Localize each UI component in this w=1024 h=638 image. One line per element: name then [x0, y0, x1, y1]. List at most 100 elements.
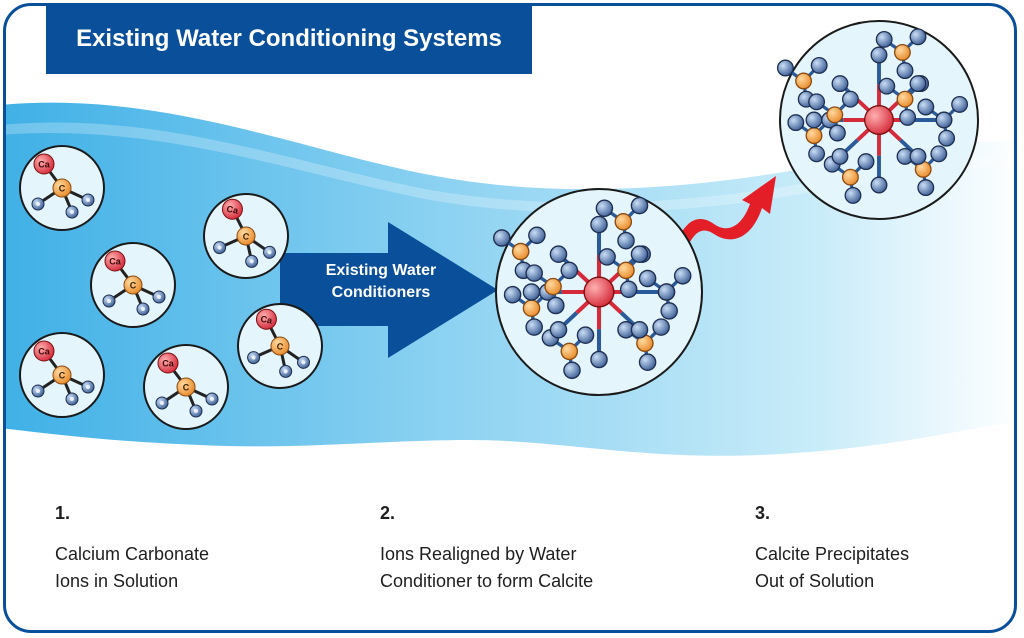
- carbon-atom: [841, 168, 859, 186]
- calcium-atom: [583, 276, 615, 308]
- calcium-carbonate-molecule: CaC: [90, 242, 176, 328]
- oxygen-atom: [576, 326, 595, 344]
- carbon-atom: [805, 127, 823, 145]
- step-1-text: Calcium Carbonate Ions in Solution: [55, 544, 210, 591]
- calcium-carbonate-molecule: CaC: [19, 332, 105, 418]
- step-2: 2. Ions Realigned by Water Conditioner t…: [380, 500, 593, 595]
- oxygen-atom: [917, 179, 935, 197]
- calcite-cluster: [493, 188, 703, 396]
- precipitation-arrow: [676, 176, 776, 250]
- oxygen-atom: [563, 361, 581, 380]
- calcium-carbonate-molecule: CaC: [237, 303, 323, 389]
- oxygen-atom: [619, 280, 638, 299]
- oxygen-atom: [831, 147, 849, 165]
- oxygen-atom: [657, 283, 676, 301]
- oxygen-atom: [673, 267, 692, 285]
- oxygen-atom: [525, 318, 543, 336]
- carbon-atom: [522, 299, 541, 317]
- carbon-atom: [896, 90, 914, 108]
- oxygen-atom: [590, 215, 608, 234]
- carbon-atom: [236, 226, 256, 246]
- oxygen-atom: [595, 199, 614, 218]
- oxygen-atom: [560, 261, 579, 280]
- calcium-atom: [104, 250, 126, 272]
- calcium-atom: [33, 153, 55, 175]
- carbon-atom: [270, 336, 290, 356]
- oxygen-atom: [617, 231, 635, 250]
- oxygen-atom: [547, 296, 565, 315]
- oxygen-atom: [875, 30, 893, 48]
- step-2-number: 2.: [380, 503, 396, 523]
- carbon-atom: [560, 342, 579, 361]
- step-1-number: 1.: [55, 503, 71, 523]
- calcium-label: Ca: [38, 347, 50, 357]
- oxygen-atom: [878, 77, 896, 95]
- oxygen-atom: [598, 248, 616, 266]
- carbon-atom: [544, 277, 562, 296]
- oxygen-atom: [808, 93, 826, 111]
- oxygen-atom: [652, 318, 670, 336]
- oxygen-atom: [870, 46, 888, 64]
- calcium-carbonate-molecule: CaC: [203, 193, 289, 279]
- oxygen-atom: [930, 145, 948, 163]
- oxygen-atom: [909, 75, 927, 93]
- oxygen-atom: [493, 229, 511, 247]
- oxygen-atom: [522, 283, 541, 301]
- calcium-atom: [221, 198, 243, 220]
- calcite-cluster: [776, 20, 979, 220]
- step-2-text: Ions Realigned by Water Conditioner to f…: [380, 544, 594, 591]
- page-title: Existing Water Conditioning Systems: [46, 3, 532, 74]
- oxygen-atom: [951, 95, 969, 113]
- carbon-label: C: [276, 341, 285, 352]
- oxygen-atom: [528, 226, 546, 245]
- oxygen-atom: [638, 353, 657, 371]
- carbon-label: C: [59, 371, 66, 381]
- calcium-carbonate-molecule: CaC: [143, 344, 229, 430]
- oxygen-atom: [660, 302, 678, 320]
- oxygen-atom: [909, 147, 927, 165]
- carbon-atom: [617, 261, 635, 280]
- step-3: 3. Calcite Precipitates Out of Solution: [755, 500, 909, 595]
- oxygen-atom: [630, 196, 649, 215]
- carbon-atom: [893, 43, 911, 61]
- carbon-label: C: [130, 281, 137, 291]
- step-3-number: 3.: [755, 503, 771, 523]
- carbon-atom: [614, 213, 633, 231]
- carbon-atom: [52, 365, 72, 385]
- oxygen-atom: [630, 321, 649, 339]
- oxygen-atom: [525, 264, 543, 282]
- oxygen-atom: [776, 59, 794, 77]
- calcium-carbonate-molecule: CaC: [19, 145, 105, 231]
- carbon-label: C: [59, 184, 66, 194]
- oxygen-atom: [828, 124, 846, 142]
- oxygen-atom: [896, 62, 914, 80]
- oxygen-atom: [638, 269, 657, 288]
- oxygen-atom: [549, 321, 568, 339]
- calcium-atom: [157, 352, 179, 374]
- calcium-label: Ca: [109, 257, 121, 267]
- oxygen-atom: [787, 114, 805, 132]
- oxygen-atom: [841, 90, 859, 108]
- calcium-atom: [33, 340, 55, 362]
- carbon-atom: [52, 178, 72, 198]
- conditioner-arrow: [280, 222, 498, 358]
- oxygen-atom: [938, 129, 956, 147]
- arrow-label: Existing Water Conditioners: [325, 262, 437, 301]
- oxygen-atom: [899, 108, 917, 126]
- oxygen-atom: [549, 245, 568, 263]
- carbon-atom: [795, 72, 813, 90]
- calcium-label: Ca: [38, 160, 50, 170]
- calcium-atom: [255, 308, 277, 330]
- oxygen-atom: [917, 98, 935, 116]
- oxygen-atom: [935, 111, 953, 129]
- calcium-label: Ca: [260, 314, 274, 326]
- oxygen-atom: [808, 145, 826, 163]
- oxygen-atom: [805, 111, 823, 129]
- oxygen-atom: [590, 350, 608, 369]
- oxygen-atom: [503, 285, 522, 304]
- calcium-atom: [864, 105, 894, 135]
- calcium-label: Ca: [226, 204, 240, 216]
- carbon-atom: [511, 242, 530, 261]
- oxygen-atom: [831, 75, 849, 93]
